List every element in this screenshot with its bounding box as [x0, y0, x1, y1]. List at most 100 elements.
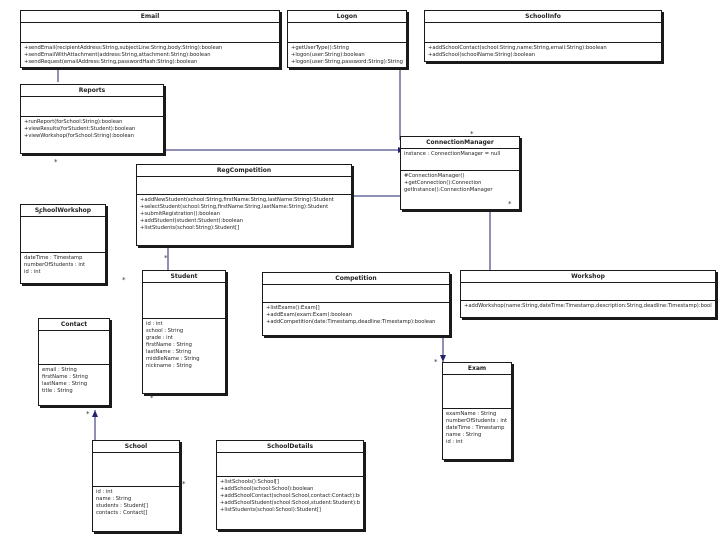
- multiplicity-tag: *: [150, 394, 154, 402]
- attribute-compartment: [21, 23, 279, 43]
- attribute: name : String: [96, 496, 132, 502]
- class-name: Workshop: [461, 271, 715, 283]
- attribute: examName : String: [446, 411, 497, 417]
- attribute-compartment: [143, 283, 225, 319]
- operation: +addWorkshop(name:String,dateTime:Timest…: [464, 303, 712, 309]
- attribute-compartment: [425, 23, 661, 43]
- multiplicity-tag: *: [86, 410, 90, 418]
- multiplicity-tag: *: [122, 276, 126, 284]
- multiplicity-tag: *: [434, 358, 438, 366]
- attribute: email : String: [42, 367, 77, 373]
- attribute-compartment: [288, 23, 406, 43]
- class-school[interactable]: School id : int name : String students :…: [92, 440, 180, 532]
- operation: +getConnection():Connection: [404, 180, 482, 186]
- class-name: SchoolInfo: [425, 11, 661, 23]
- operation-compartment: +addNewStudent(school:String,firstName:S…: [137, 195, 351, 234]
- operation-compartment: dateTime : Timestamp numberOfStudents : …: [21, 253, 105, 278]
- attribute: dateTime : Timestamp: [446, 425, 505, 431]
- class-regcompetition[interactable]: RegCompetition +addNewStudent(school:Str…: [136, 164, 352, 246]
- operation: +listExams():Exam[]: [266, 305, 320, 311]
- attribute: school : String: [146, 328, 184, 334]
- attribute-compartment: [263, 285, 449, 303]
- class-contact[interactable]: Contact email : String firstName : Strin…: [38, 318, 110, 406]
- operation: +listStudents(school:School):Student[]: [220, 507, 321, 513]
- class-schoolworkshop[interactable]: SchoolWorkshop dateTime : Timestamp numb…: [20, 204, 106, 284]
- class-reports[interactable]: Reports +runReport(forSchool:String):boo…: [20, 84, 164, 154]
- class-name: School: [93, 441, 179, 453]
- class-name: SchoolDetails: [217, 441, 363, 453]
- attribute-compartment: [93, 453, 179, 487]
- class-workshop[interactable]: Workshop +addWorkshop(name:String,dateTi…: [460, 270, 716, 318]
- operation: getInstance():ConnectionManager: [404, 187, 493, 193]
- operation: +sendRequest(emailAddress:String,passwor…: [24, 59, 198, 65]
- class-name: ConnectionManager: [401, 137, 519, 149]
- attribute-compartment: [137, 177, 351, 195]
- operation: +runReport(forSchool:String):boolean: [24, 119, 123, 125]
- operation: +addSchool(schoolName:String):boolean: [428, 52, 536, 58]
- attribute: lastName : String: [42, 381, 88, 387]
- attribute-compartment: [217, 453, 363, 477]
- operation-compartment: +addSchoolContact(school:String,name:Str…: [425, 43, 661, 61]
- multiplicity-tag: *: [508, 200, 512, 208]
- attribute: nickname : String: [146, 363, 192, 369]
- class-name: Student: [143, 271, 225, 283]
- class-student[interactable]: Student id : int school : String grade :…: [142, 270, 226, 394]
- operation: +listStudents(school:String):Student[]: [140, 225, 240, 231]
- multiplicity-tag: *: [470, 130, 474, 138]
- arrowhead-exam: [440, 355, 446, 362]
- class-name: Competition: [263, 273, 449, 285]
- class-competition[interactable]: Competition +listExams():Exam[] +addExam…: [262, 272, 450, 336]
- operation: +addSchoolContact(school:String,name:Str…: [428, 45, 607, 51]
- operation-compartment: examName : String numberOfStudents : int…: [443, 409, 511, 448]
- attribute: contacts : Contact[]: [96, 510, 148, 516]
- class-name: Logon: [288, 11, 406, 23]
- operation: #ConnectionManager(): [404, 173, 465, 179]
- multiplicity-tag: *: [54, 158, 58, 166]
- operation: +logon(user:String):boolean: [291, 52, 365, 58]
- operation: +addSchool(school:School):boolean: [220, 486, 314, 492]
- operation: +logon(user:String,password:String):Stri…: [291, 59, 403, 65]
- arrowhead-contact: [92, 410, 98, 417]
- attribute: id : int: [446, 439, 463, 445]
- attribute: students : Student[]: [96, 503, 149, 509]
- class-connectionmanager[interactable]: ConnectionManager instance : ConnectionM…: [400, 136, 520, 210]
- class-name: Email: [21, 11, 279, 23]
- class-name: SchoolWorkshop: [21, 205, 105, 217]
- attribute: firstName : String: [42, 374, 88, 380]
- attribute-compartment: [39, 331, 109, 365]
- operation: +sendEmail(recipientAddress:String,subje…: [24, 45, 223, 51]
- operation-compartment: id : int name : String students : Studen…: [93, 487, 179, 519]
- class-schoolinfo[interactable]: SchoolInfo +addSchoolContact(school:Stri…: [424, 10, 662, 62]
- operation: +viewWorkshop(forSchool:String):boolean: [24, 133, 135, 139]
- attribute: id : int: [96, 489, 113, 495]
- operation: +sendEmailWithAttachment(address:String,…: [24, 52, 211, 58]
- class-name: Reports: [21, 85, 163, 97]
- operation-compartment: +listSchools():School[] +addSchool(schoo…: [217, 477, 363, 516]
- operation: +addSchoolStudent(school:School,student:…: [220, 500, 360, 506]
- attribute: dateTime : Timestamp: [24, 255, 83, 261]
- attribute: numberOfStudents : int: [24, 262, 86, 268]
- attribute-compartment: instance : ConnectionManager = null: [401, 149, 519, 171]
- operation-compartment: id : int school : String grade : int fir…: [143, 319, 225, 372]
- attribute: numberOfStudents : int: [446, 418, 508, 424]
- class-exam[interactable]: Exam examName : String numberOfStudents …: [442, 362, 512, 460]
- attribute: id : int: [24, 269, 41, 275]
- class-name: Contact: [39, 319, 109, 331]
- multiplicity-tag: *: [164, 254, 168, 262]
- attribute: middleName : String: [146, 356, 200, 362]
- class-email[interactable]: Email +sendEmail(recipientAddress:String…: [20, 10, 280, 68]
- attribute-compartment: [21, 97, 163, 117]
- attribute: firstName : String: [146, 342, 192, 348]
- attribute: title : String: [42, 388, 73, 394]
- attribute-compartment: [443, 375, 511, 409]
- class-logon[interactable]: Logon +getUserType():String +logon(user:…: [287, 10, 407, 68]
- attribute: id : int: [146, 321, 163, 327]
- attribute-compartment: [461, 283, 715, 301]
- class-schooldetails[interactable]: SchoolDetails +listSchools():School[] +a…: [216, 440, 364, 530]
- operation: +addNewStudent(school:String,firstName:S…: [140, 197, 334, 203]
- operation-compartment: email : String firstName : String lastNa…: [39, 365, 109, 397]
- operation: +submitRegistration():boolean: [140, 211, 220, 217]
- operation: +listSchools():School[]: [220, 479, 279, 485]
- operation-compartment: #ConnectionManager() +getConnection():Co…: [401, 171, 519, 196]
- operation: +addStudent(student:Student):boolean: [140, 218, 244, 224]
